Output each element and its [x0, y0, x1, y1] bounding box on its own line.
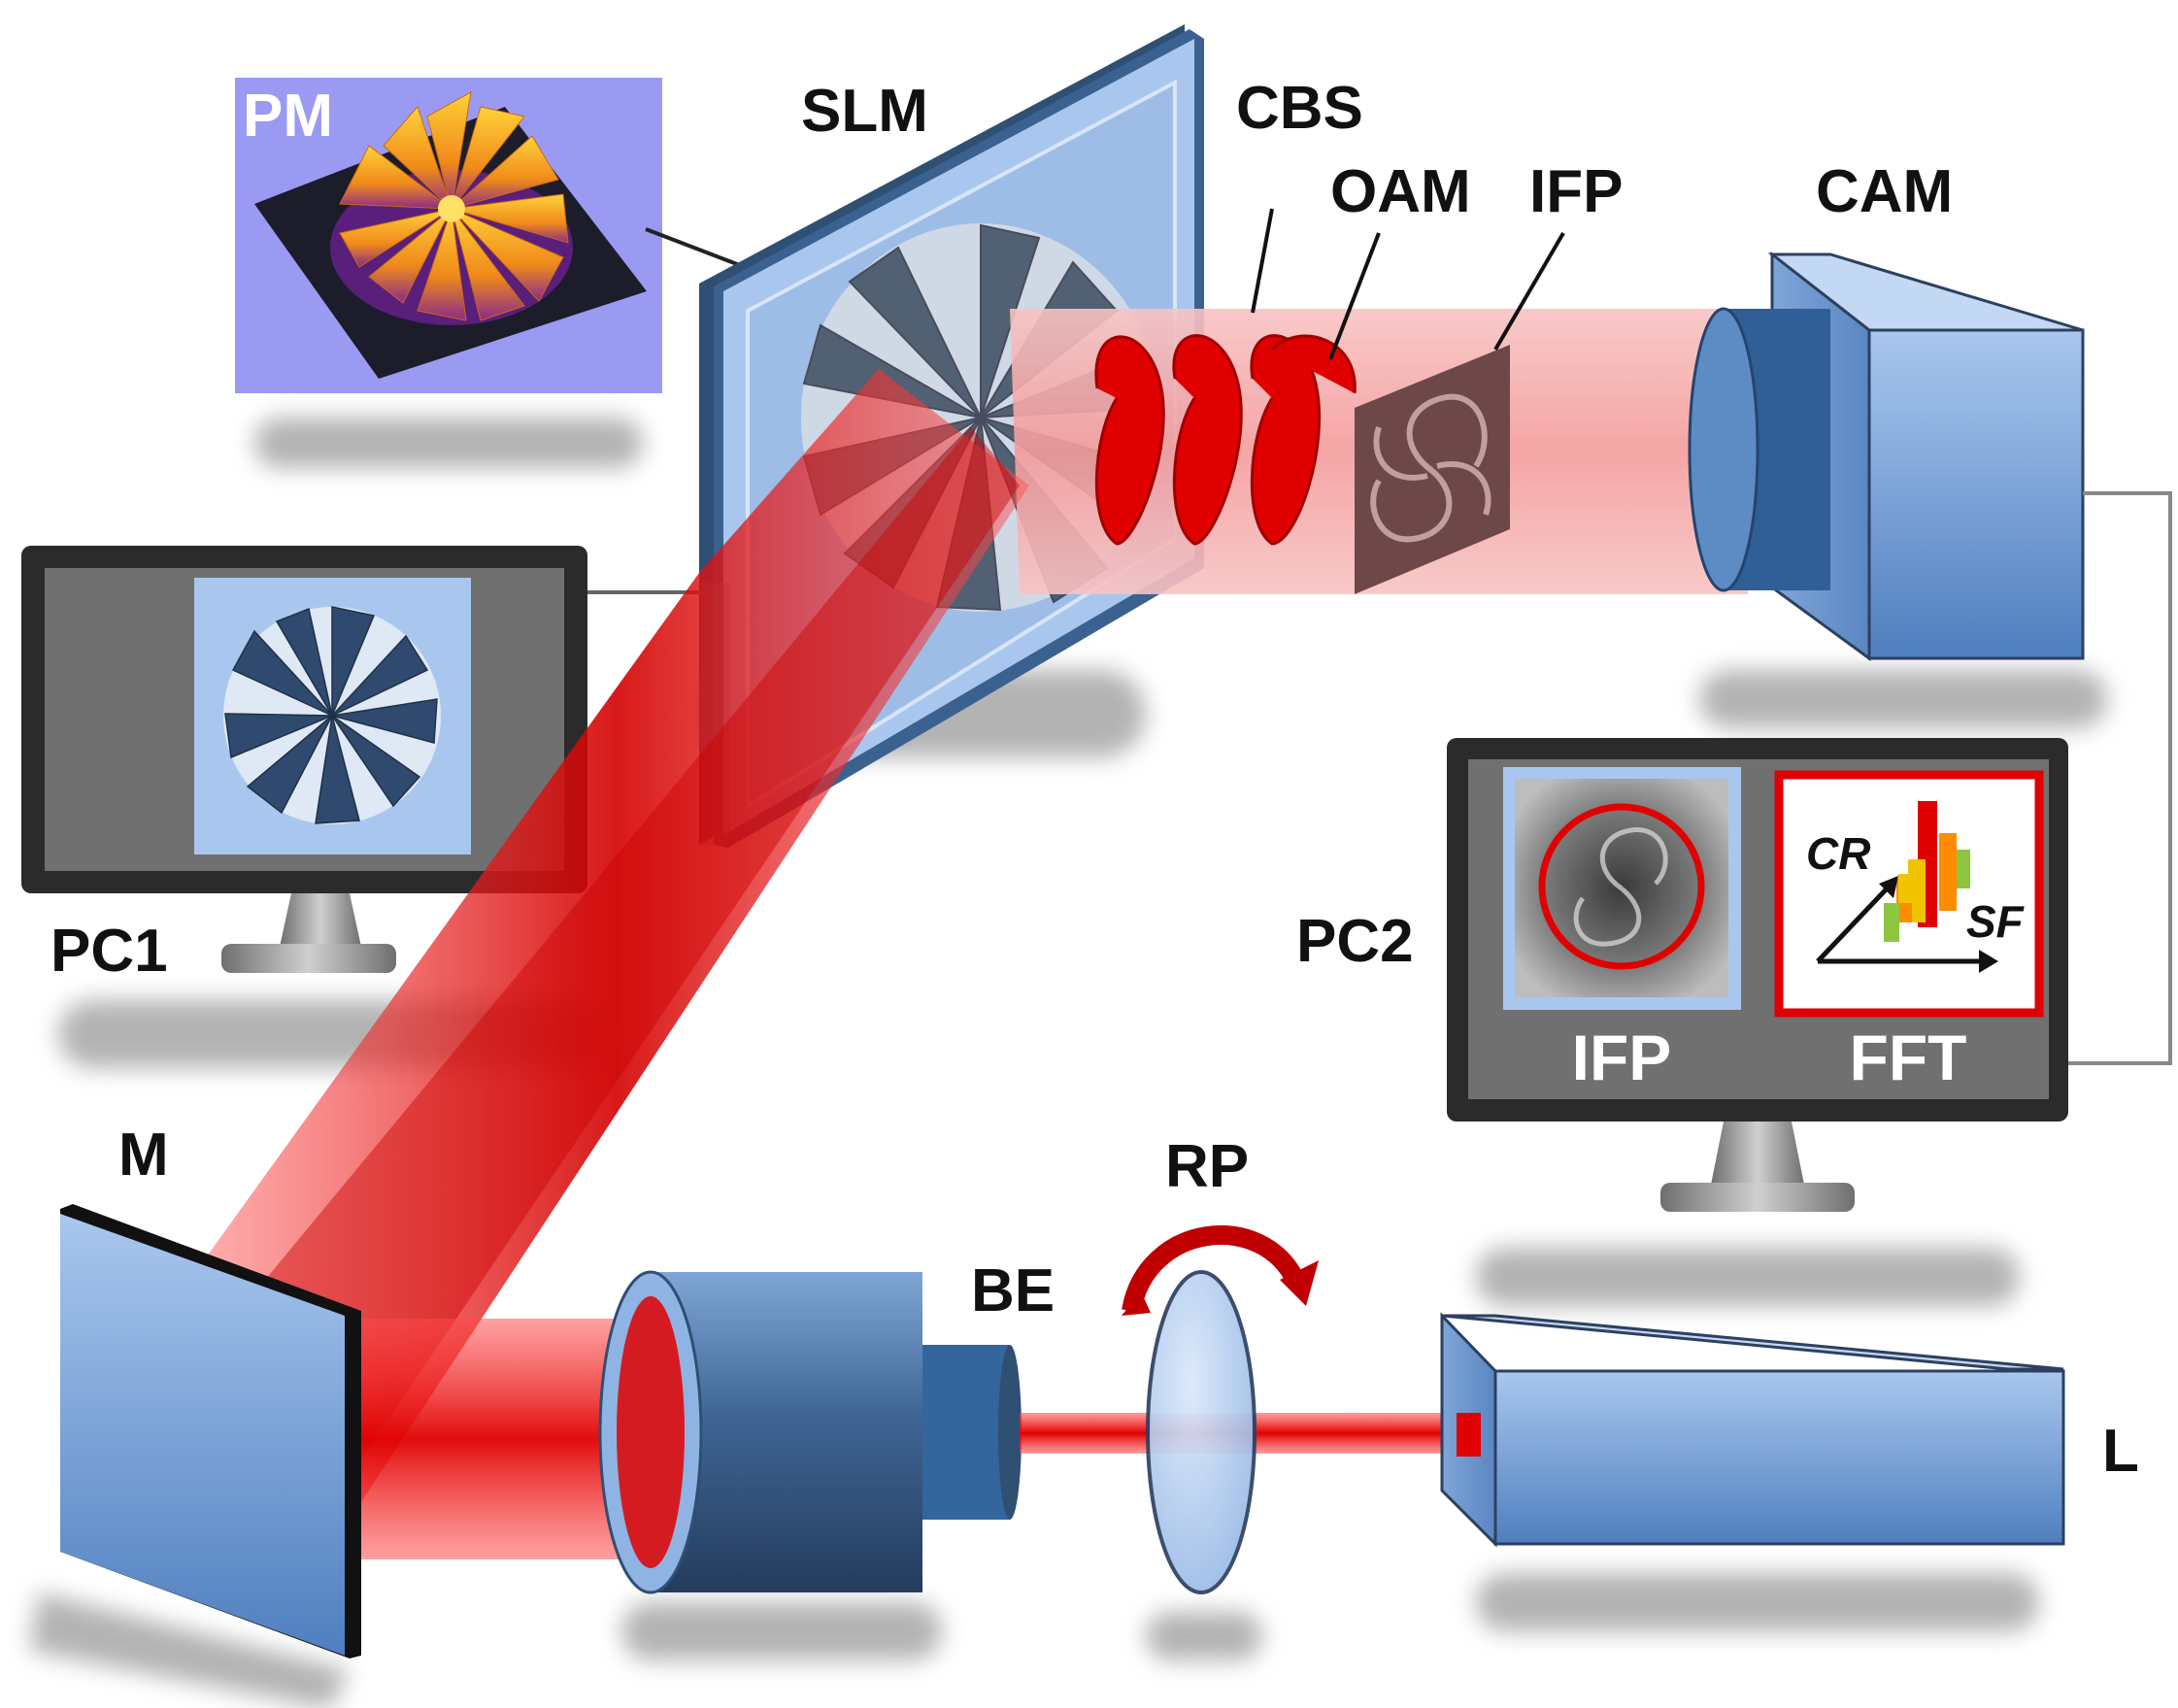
be-label: BE: [971, 1257, 1055, 1324]
pm-label: PM: [243, 83, 333, 150]
pc2-base: [1660, 1183, 1855, 1212]
pc2-monitor: IFP CR SF FFT: [1447, 738, 2068, 1212]
pc2-stand: [1711, 1122, 1804, 1185]
fft-sf-label: SF: [1966, 896, 2026, 947]
oam-label: OAM: [1330, 158, 1471, 225]
pc1-hologram: [223, 606, 441, 824]
fft-cr-label: CR: [1806, 828, 1870, 879]
pc2-ifp-label: IFP: [1572, 1021, 1672, 1093]
fft-axis-y: [1816, 882, 1893, 963]
pc2-fft-label: FFT: [1850, 1021, 1967, 1093]
pc2-ifp-circle: [1538, 803, 1705, 970]
pc1-label: PC1: [50, 918, 168, 985]
m-label: M: [118, 1122, 169, 1189]
rotating-polarizer: [1122, 1225, 1319, 1594]
laser: [1440, 1312, 2065, 1548]
cam-pc2-cable: [2068, 491, 2172, 1065]
pc2-label: PC2: [1296, 908, 1414, 975]
pc1-stand: [280, 893, 361, 947]
oam-pointer: [1328, 232, 1381, 360]
mirror: [60, 1204, 361, 1658]
cbs-pointer: [1251, 208, 1274, 314]
ifp-label: IFP: [1529, 158, 1623, 225]
be-small-barrel: [922, 1345, 1010, 1520]
beam-expander: [598, 1270, 1022, 1594]
phase-mask-inset: PM: [235, 78, 662, 393]
slm-label: SLM: [801, 78, 928, 145]
pm-center: [438, 195, 465, 222]
l-label: L: [2102, 1418, 2139, 1485]
rp-rotation-arrow: [1122, 1225, 1306, 1314]
camera: [1688, 251, 2085, 661]
fft-3d-bars: [1884, 801, 1970, 942]
pc1-base: [221, 944, 396, 973]
ifp-sample: [1355, 345, 1510, 594]
component-labels: SLM CBS OAM IFP CAM PC1 PC2 M BE RP L: [50, 75, 2139, 1485]
pc1-monitor: [21, 546, 587, 973]
pm-spiral-peaks: [339, 91, 569, 321]
ifp-pointer: [1493, 231, 1565, 352]
cbs-label: CBS: [1236, 75, 1363, 142]
oam-helix: [1094, 334, 1357, 546]
mirror-face: [60, 1214, 345, 1656]
cam-label: CAM: [1816, 158, 1953, 225]
mirror-edge: [345, 1311, 361, 1656]
camera-lens: [1688, 307, 1759, 592]
rp-label: RP: [1165, 1133, 1249, 1200]
rp-lens: [1146, 1270, 1257, 1594]
diagonal-beam: [204, 369, 1029, 1520]
